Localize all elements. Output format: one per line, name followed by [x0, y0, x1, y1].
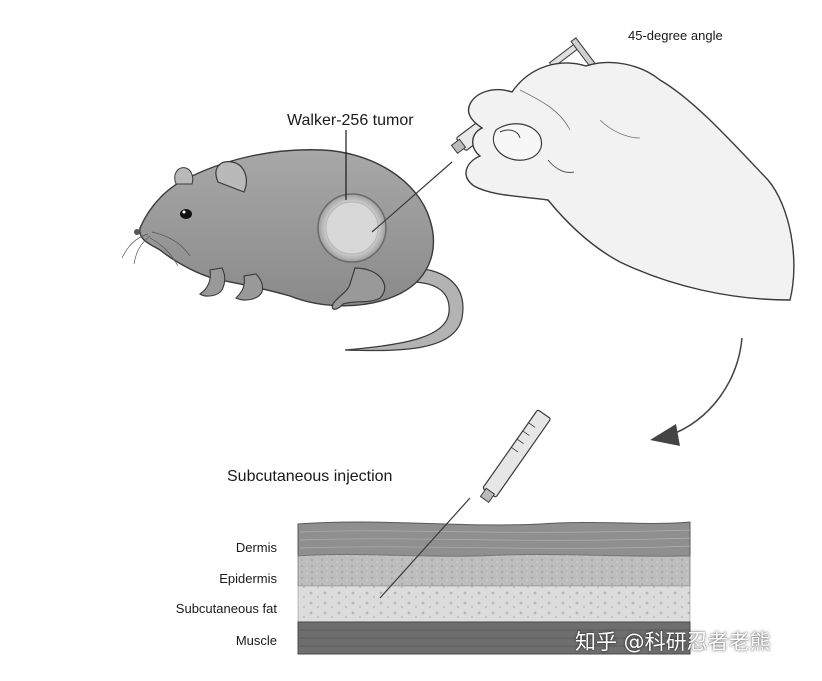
transition-arrow: [650, 337, 743, 446]
rat-whiskers: [121, 231, 191, 267]
lower-syringe-barrel: [482, 409, 551, 498]
tumor-label: Walker-256 tumor: [287, 112, 414, 129]
rat-eye: [180, 209, 192, 219]
layer-subcutaneous-fat: [297, 585, 691, 623]
muscle-label: Muscle: [235, 633, 277, 648]
watermark: 知乎 @科研忍者老熊: [575, 630, 771, 654]
hand: [465, 61, 795, 301]
rat-body: [139, 149, 434, 307]
syringe-needle: [371, 161, 453, 233]
epidermis-label: Epidermis: [219, 571, 277, 586]
layer-epidermis: [297, 554, 691, 587]
skin-cross-section: [297, 409, 691, 655]
subcutaneous-injection-title: Subcutaneous injection: [227, 468, 393, 485]
rat-ear: [215, 161, 247, 193]
rat: [121, 130, 464, 352]
lower-syringe-needle: [379, 497, 471, 599]
hand-with-syringe: [371, 37, 795, 301]
rat-hind-leg: [331, 267, 386, 310]
rat-tail: [344, 267, 464, 352]
rat-front-leg-1: [199, 267, 226, 297]
rat-front-leg-2: [235, 273, 264, 301]
angle-label: 45-degree angle: [628, 28, 723, 43]
dermis-label: Dermis: [235, 540, 277, 555]
subcutaneous-fat-label: Subcutaneous fat: [175, 601, 277, 616]
